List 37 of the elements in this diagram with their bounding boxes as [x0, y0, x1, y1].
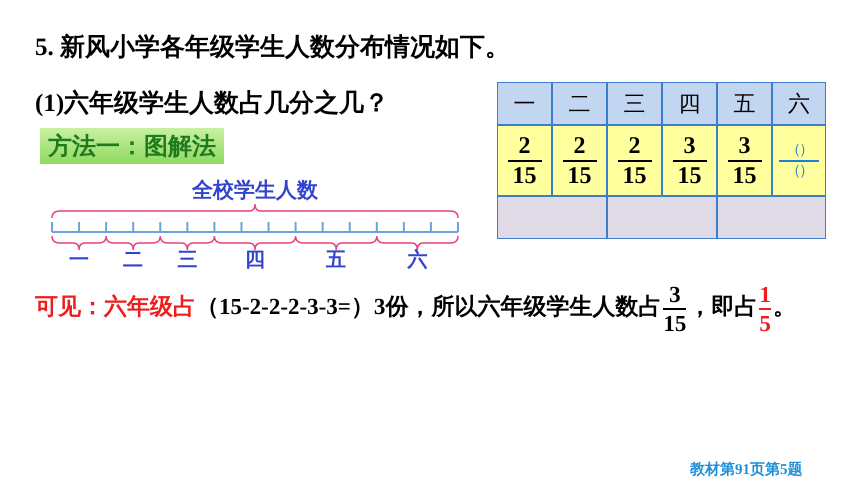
question-text: (1)六年级学生人数占几分之几？ [35, 88, 390, 119]
numerator: 2 [574, 134, 586, 158]
segment-label: 六 [406, 248, 428, 273]
blank-denominator: （） [786, 164, 812, 178]
segment-label: 五 [325, 248, 348, 273]
denominator: 15 [568, 164, 592, 188]
numerator: 2 [628, 134, 640, 158]
page-reference: 教材第91页第5题 [690, 460, 802, 479]
table-header-cell: 六 [772, 82, 826, 125]
table-header-cell: 一 [497, 82, 552, 125]
segment-label: 二 [122, 248, 144, 273]
table-header-cell: 三 [607, 82, 662, 125]
denominator: 15 [732, 164, 756, 188]
blank-numerator: （） [786, 142, 812, 158]
denominator: 5 [759, 312, 771, 335]
denominator: 15 [622, 164, 646, 188]
segment-label: 一 [68, 248, 90, 273]
brace-label: 全校学生人数 [190, 177, 319, 204]
title: 5. 新风小学各年级学生人数分布情况如下。 [35, 32, 510, 63]
numerator: 1 [759, 282, 771, 306]
denominator: 15 [663, 312, 686, 335]
numerator: 3 [669, 282, 681, 306]
numerator: 2 [518, 134, 530, 158]
table-header-cell: 五 [717, 82, 772, 125]
numerator: 3 [738, 134, 750, 158]
table-header-cell: 四 [662, 82, 717, 125]
numerator: 3 [684, 134, 696, 158]
conclusion-text: 。 [772, 294, 796, 319]
conclusion-lead: 可见：六年级占 [35, 294, 196, 319]
method-heading: 方法一：图解法 [40, 128, 224, 164]
denominator: 15 [512, 164, 536, 188]
table-header-cell: 二 [552, 82, 607, 125]
segment-label: 四 [244, 248, 266, 273]
conclusion-text: ，即占 [688, 294, 758, 319]
denominator: 15 [678, 164, 702, 188]
conclusion-text: （15-2-2-2-3-3=）3份，所以六年级学生人数占 [196, 294, 662, 319]
segment-label: 三 [176, 248, 198, 273]
